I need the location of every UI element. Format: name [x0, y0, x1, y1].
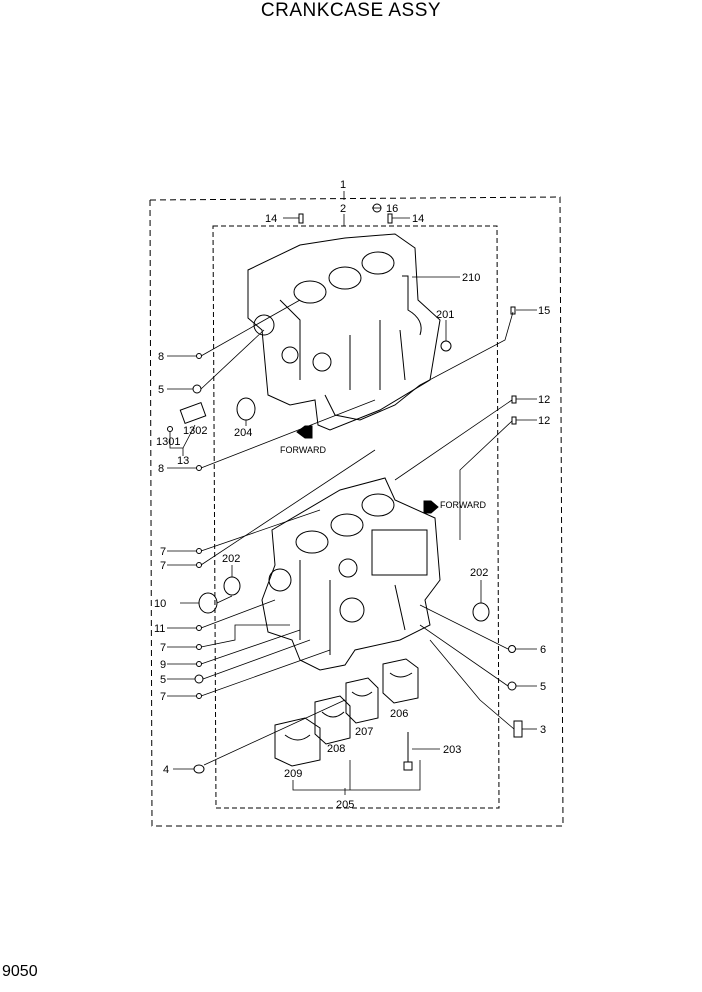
- forward-arrow-lower: [423, 500, 439, 514]
- callout-201: 201: [436, 309, 454, 321]
- main-bearing-caps: [274, 658, 419, 767]
- callout-12-lower: 12: [538, 415, 550, 427]
- sleeve-1302: [179, 402, 207, 424]
- plug-201: [440, 340, 452, 352]
- cap-208: [314, 695, 351, 745]
- callout-208: 208: [327, 743, 345, 755]
- callout-7-b: 7: [160, 560, 166, 572]
- leader-lines: [167, 191, 537, 795]
- pin-15: [510, 306, 516, 315]
- callout-15: 15: [538, 305, 550, 317]
- callout-2: 2: [340, 203, 346, 215]
- callout-16: 16: [386, 203, 398, 215]
- pipe-210: [402, 275, 422, 336]
- callout-3: 3: [540, 724, 546, 736]
- pin-12-lower: [511, 416, 517, 425]
- callout-202-left: 202: [222, 553, 240, 565]
- page-number: 9050: [2, 963, 38, 980]
- pin-14-right: [387, 213, 393, 224]
- callout-14-right: 14: [412, 213, 424, 225]
- pin-12-upper: [511, 395, 517, 404]
- callout-206: 206: [390, 708, 408, 720]
- pin-14-left: [298, 213, 304, 224]
- callout-1301: 1301: [156, 436, 180, 448]
- callout-207: 207: [355, 726, 373, 738]
- callout-5-left: 5: [160, 674, 166, 686]
- callout-205: 205: [336, 799, 354, 811]
- plug-5-left: [194, 674, 204, 684]
- callout-204: 204: [234, 427, 252, 439]
- seal-202-right: [472, 602, 490, 622]
- callout-14-left: 14: [265, 213, 277, 225]
- plug-4: [193, 764, 205, 774]
- seal-202-left: [223, 576, 241, 596]
- callout-7-a: 7: [160, 546, 166, 558]
- dowel-3: [513, 720, 523, 738]
- cap-209: [274, 717, 321, 767]
- callout-10: 10: [154, 598, 166, 610]
- seal-204: [236, 397, 256, 421]
- callout-8-upper: 8: [158, 351, 164, 363]
- callout-1: 1: [340, 179, 346, 191]
- bolt-203: [403, 732, 413, 771]
- callout-11: 11: [154, 623, 165, 635]
- upper-crankcase-block: [247, 233, 441, 431]
- plug-6: [508, 645, 516, 653]
- callout-8-lower: 8: [158, 463, 164, 475]
- page-title: CRANKCASE ASSY: [260, 0, 442, 21]
- callout-9: 9: [160, 659, 166, 671]
- callout-5-right: 5: [540, 681, 546, 693]
- callout-12-upper: 12: [538, 394, 550, 406]
- assembly-boundary-2: [212, 225, 500, 809]
- plug-5-lower: [507, 681, 517, 691]
- callout-6: 6: [540, 644, 546, 656]
- callout-209: 209: [284, 768, 302, 780]
- callout-7-d: 7: [160, 691, 166, 703]
- forward-label-lower: FORWARD: [440, 500, 486, 510]
- cap-206: [382, 658, 419, 704]
- assembly-boundary-1: [149, 196, 564, 827]
- lower-crankcase-block: [261, 477, 441, 671]
- forward-arrow-upper: [296, 425, 313, 439]
- callout-7-c: 7: [160, 642, 166, 654]
- seal-10: [198, 592, 218, 614]
- forward-arrows: [296, 425, 439, 514]
- callout-203: 203: [443, 744, 461, 756]
- callout-13: 13: [177, 455, 189, 467]
- callout-5-upper: 5: [158, 384, 164, 396]
- callout-1302: 1302: [183, 425, 207, 437]
- cap-207: [345, 677, 379, 724]
- plug-5-upper: [192, 384, 202, 394]
- callout-202-right: 202: [470, 567, 488, 579]
- callout-4: 4: [163, 764, 169, 776]
- forward-label-upper: FORWARD: [280, 445, 326, 455]
- callout-210: 210: [462, 272, 480, 284]
